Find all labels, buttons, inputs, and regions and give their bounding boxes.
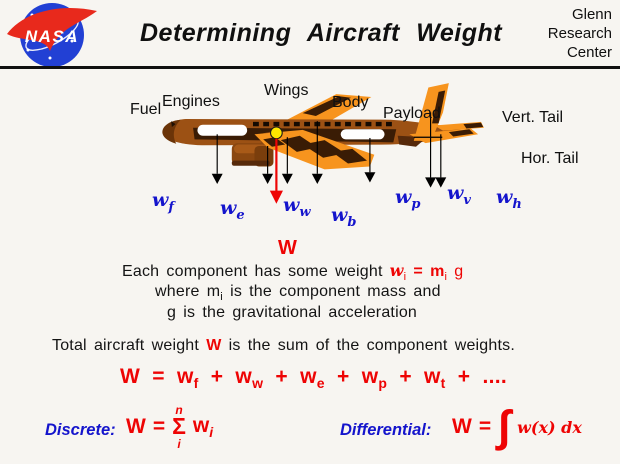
nasa-logo-icon: NASA bbox=[7, 3, 97, 67]
weight-label-ww: ww bbox=[283, 194, 311, 220]
label-hor-tail: Hor. Tail bbox=[521, 150, 579, 167]
label-fuel: Fuel bbox=[130, 101, 162, 118]
sentence-total-weight: Total aircraft weight W is the sum of th… bbox=[52, 337, 515, 354]
page-title: Determining Aircraft Weight bbox=[140, 19, 503, 47]
sentence-mass: where mi is the component mass and bbox=[155, 283, 441, 304]
cg-dot bbox=[269, 126, 283, 140]
label-wings: Wings bbox=[264, 82, 309, 99]
label-body: Body bbox=[332, 94, 369, 111]
weight-arrows bbox=[216, 112, 443, 178]
discrete-label: Discrete: bbox=[45, 421, 116, 439]
front-panel bbox=[197, 124, 248, 136]
org-line: Glenn bbox=[571, 6, 612, 23]
total-weight-label: W bbox=[278, 237, 297, 259]
nasa-logo-text: NASA bbox=[25, 27, 79, 46]
total-weight-arrow bbox=[269, 138, 283, 204]
label-payload: Payload bbox=[383, 105, 441, 122]
sum-equation: W = wf + ww + we + wp + wt + .... bbox=[120, 365, 508, 392]
weight-label-wf: wf bbox=[152, 189, 174, 215]
weight-label-wv: wv bbox=[447, 182, 471, 208]
inline-eq-wi-mig: wi = mi g bbox=[389, 261, 464, 284]
weight-label-wh: wh bbox=[496, 186, 522, 212]
aircraft-illustration bbox=[162, 83, 484, 170]
tail bbox=[397, 83, 484, 147]
rear-panel bbox=[340, 129, 385, 140]
integral-icon: ∫ bbox=[498, 402, 511, 452]
weight-arrowheads bbox=[211, 172, 447, 188]
aircraft-diagram bbox=[162, 83, 484, 204]
sentence-gravity: g is the gravitational acceleration bbox=[167, 304, 418, 321]
org-name: Glenn Research Center bbox=[548, 5, 612, 62]
header-divider bbox=[0, 66, 620, 69]
differential-formula: W=∫w(x) dx bbox=[452, 402, 582, 452]
label-vert-tail: Vert. Tail bbox=[502, 109, 564, 126]
weight-label-wb: wb bbox=[331, 204, 357, 230]
weight-label-we: we bbox=[220, 197, 245, 223]
differential-label: Differential: bbox=[340, 421, 432, 439]
weight-label-wp: wp bbox=[395, 186, 421, 212]
org-line: Research bbox=[547, 25, 612, 42]
label-engines: Engines bbox=[162, 93, 220, 110]
org-line: Center bbox=[566, 44, 612, 61]
nose bbox=[162, 119, 181, 144]
near-wing bbox=[254, 129, 375, 170]
